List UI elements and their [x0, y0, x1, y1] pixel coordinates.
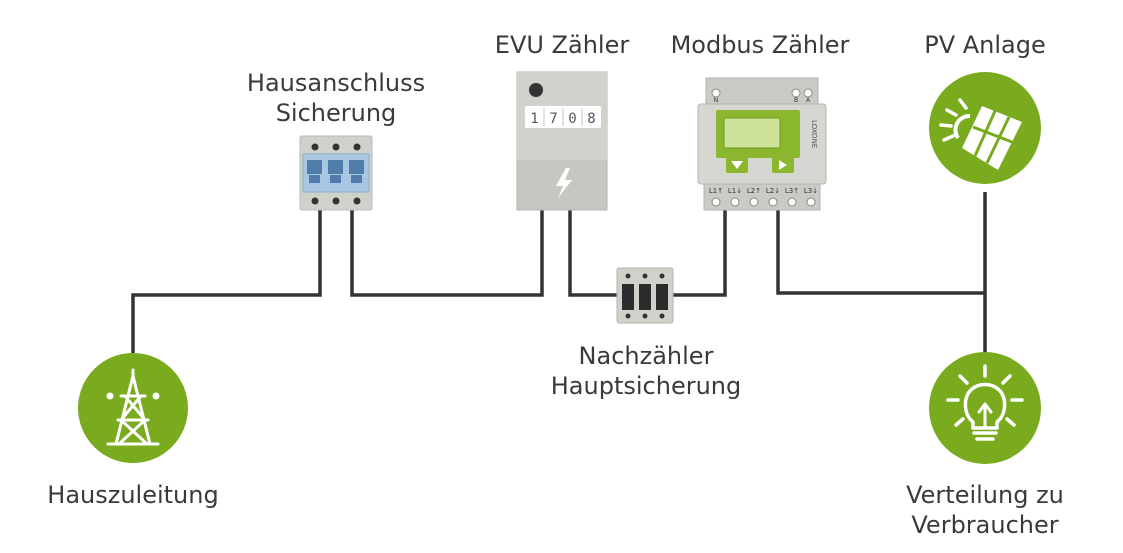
modbus-terminal-l1-in: L1↑: [709, 187, 723, 195]
lightbulb-icon: [946, 364, 1024, 441]
modbus-top-terminal-a: A: [806, 97, 811, 104]
wire-nachzaehler-to-modbus: [672, 210, 727, 297]
wires: [131, 192, 987, 360]
evu-meter-device: 1 7 0 8: [516, 71, 608, 211]
modbus-label: Modbus Zähler: [650, 30, 870, 60]
lightning-icon: [556, 168, 572, 198]
nachzaehler-label-line1: Nachzähler: [578, 342, 714, 370]
hauszuleitung-label: Hauszuleitung: [30, 480, 236, 510]
power-tower-icon: [106, 368, 160, 446]
modbus-terminal-l3-out: L3↓: [804, 187, 818, 195]
modbus-meter-device: N B A LOXONE L1↑ L1↓ L2↑ L2↓ L3↑ L3↓: [697, 77, 827, 211]
hauszuleitung-label-text: Hauszuleitung: [47, 481, 219, 509]
nachzaehler-label: Nachzähler Hauptsicherung: [526, 341, 766, 401]
modbus-brand: LOXONE: [810, 120, 818, 148]
modbus-terminal-l1-out: L1↓: [728, 187, 742, 195]
verteilung-label-line1: Verteilung zu: [906, 481, 1064, 509]
modbus-terminal-l3-in: L3↑: [785, 187, 799, 195]
nachzaehler-label-line2: Hauptsicherung: [550, 372, 742, 400]
modbus-top-terminal-n: N: [714, 97, 719, 104]
evu-label-text: EVU Zähler: [494, 31, 630, 59]
verteilung-label-line2: Verbraucher: [911, 511, 1059, 539]
nachzaehler-fuse-device: [616, 267, 674, 324]
modbus-label-text: Modbus Zähler: [670, 31, 850, 59]
pv-icon-circle: [929, 72, 1041, 184]
hausanschluss-label: Hausanschluss Sicherung: [236, 68, 436, 128]
verteilung-icon-circle: [929, 352, 1041, 464]
evu-label: EVU Zähler: [462, 30, 662, 60]
pv-label-text: PV Anlage: [924, 31, 1046, 59]
solar-panel-icon: [939, 98, 1022, 170]
evu-digit-3: 0: [568, 111, 576, 127]
wire-evu-to-nachzaehler: [568, 210, 618, 297]
verteilung-label: Verteilung zu Verbraucher: [875, 480, 1095, 540]
hausanschluss-fuse-device: [299, 135, 373, 211]
modbus-top-terminal-b: B: [794, 97, 798, 104]
pv-label: PV Anlage: [885, 30, 1085, 60]
evu-digit-4: 8: [587, 111, 595, 127]
wire-hauszuleitung-to-hausanschluss: [131, 210, 322, 360]
modbus-terminal-l2-out: L2↓: [766, 187, 780, 195]
hausanschluss-label-line2: Sicherung: [275, 99, 397, 127]
modbus-terminal-l2-in: L2↑: [747, 187, 761, 195]
evu-digit-2: 7: [549, 111, 557, 127]
hausanschluss-label-line1: Hausanschluss: [246, 69, 426, 97]
wire-hausanschluss-to-evu: [350, 210, 544, 297]
hauszuleitung-icon-circle: [78, 353, 188, 463]
wire-modbus-to-verteilung: [776, 210, 985, 295]
evu-digit-1: 1: [530, 111, 538, 127]
